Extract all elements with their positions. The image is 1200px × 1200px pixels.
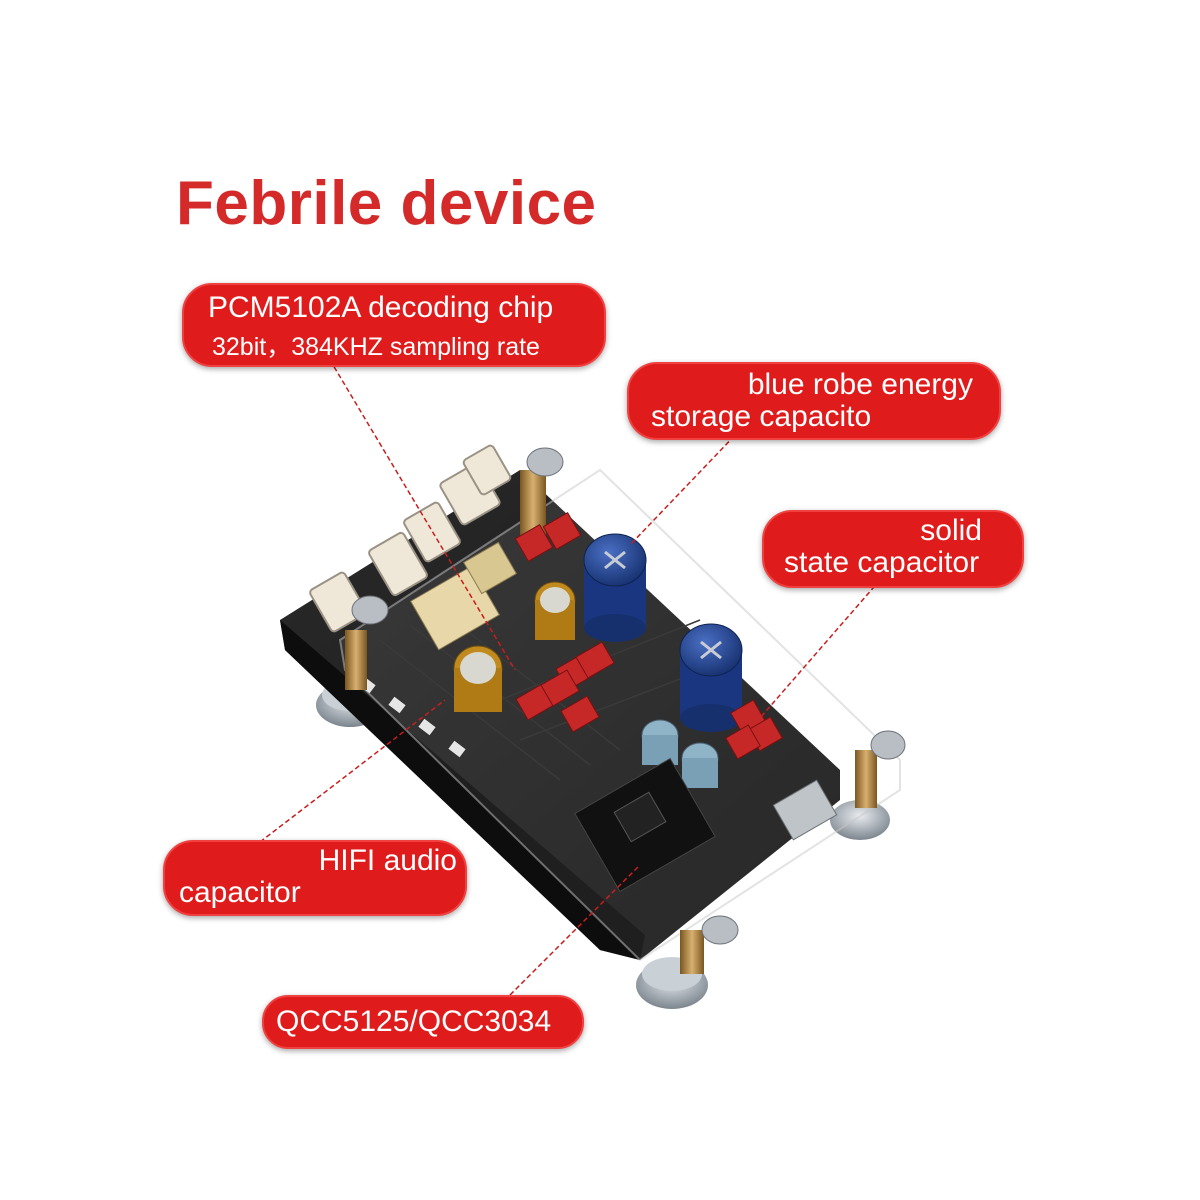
solid-capacitor-line2: state capacitor — [784, 546, 980, 579]
leader-lines — [259, 359, 881, 996]
hifi-audio-capacitors — [453, 581, 576, 712]
blue-capacitor-label: blue robe energy storage capacito — [627, 362, 1001, 440]
pcm-chip-label: PCM5102A decoding chip 32bit，384KHZ samp… — [182, 283, 606, 367]
red-film-capacitors — [514, 512, 783, 760]
bluetooth-module-chip — [574, 757, 716, 893]
solid-capacitor-label: solid state capacitor — [762, 510, 1024, 588]
pcm-chip-line1: PCM5102A decoding chip — [208, 291, 554, 324]
qcc-chip-label: QCC5125/QCC3034 — [262, 995, 584, 1049]
blue-capacitor-line2: storage capacito — [651, 400, 872, 433]
pcm-chip-line2: 32bit，384KHZ sampling rate — [212, 333, 540, 361]
hifi-capacitor-line1: HIFI audio — [318, 844, 457, 877]
solid-capacitor-line1: solid — [920, 514, 982, 547]
page-title: Febrile device — [176, 169, 597, 238]
blue-capacitor-line1: blue robe energy — [747, 368, 973, 401]
hifi-capacitor-label: HIFI audio capacitor — [163, 840, 467, 916]
usb-connector — [772, 779, 838, 841]
qcc-chip-line1: QCC5125/QCC3034 — [276, 1005, 552, 1038]
blue-storage-capacitors — [583, 533, 743, 732]
hifi-capacitor-line2: capacitor — [179, 876, 301, 909]
standoffs — [345, 447, 906, 974]
solid-state-capacitors — [641, 719, 719, 788]
jst-connectors — [309, 444, 512, 633]
relay-component — [410, 541, 518, 651]
